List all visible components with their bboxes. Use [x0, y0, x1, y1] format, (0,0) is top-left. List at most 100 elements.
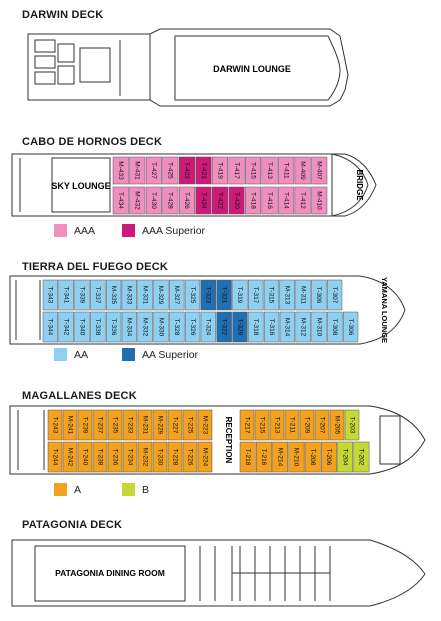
cabin-label: M-410: [315, 191, 322, 210]
cabin-t-430: [145, 186, 162, 215]
cabin-t-418: [245, 186, 262, 215]
cabin-t-211: [284, 409, 300, 441]
cabin-t-427: [145, 156, 162, 185]
cabin-label: T-309: [315, 287, 322, 304]
cabin-label: T-225: [186, 417, 193, 434]
cabin-t-213: [269, 409, 285, 441]
cabin-t-322: [216, 311, 232, 343]
cabin-label: T-207: [318, 417, 325, 434]
cabin-label: T-233: [126, 417, 133, 434]
cabin-label: T-306: [347, 319, 354, 336]
cabin-t-315: [263, 279, 280, 311]
cabin-t-217: [239, 409, 255, 441]
cabin-label: T-418: [249, 192, 256, 209]
cabin-label: T-208: [309, 449, 316, 466]
cabin-label: T-419: [216, 162, 223, 179]
cabin-m-232: [137, 441, 153, 473]
cabin-t-237: [92, 409, 108, 441]
cabin-label: T-321: [220, 287, 227, 304]
cabin-label: T-318: [252, 319, 259, 336]
legend-swatch: [54, 224, 67, 237]
darwin-deck-outline: [27, 28, 349, 107]
cabin-t-236: [107, 441, 123, 473]
cabin-label: T-230: [156, 449, 163, 466]
cabin-label: M-310: [315, 318, 322, 337]
cabin-m-313: [279, 279, 295, 311]
cabin-label: T-323: [205, 287, 212, 304]
cabin-label: T-240: [81, 449, 88, 466]
cabin-t-207: [314, 409, 330, 441]
legend-label: AAA: [74, 224, 96, 237]
cabin-t-337: [90, 279, 106, 311]
cabin-label: T-340: [78, 319, 85, 336]
magallanes-deck-outline: [9, 405, 426, 475]
cabin-label: M-205: [333, 416, 340, 435]
cabin-label: T-317: [252, 287, 259, 304]
cabin-m-214: [272, 441, 289, 473]
cabin-label: T-206: [325, 449, 332, 466]
cabin-m-410: [311, 186, 328, 215]
cabin-label: M-231: [141, 416, 148, 435]
patagonia-dining-label: PATAGONIA DINING ROOM: [55, 568, 165, 578]
cabin-label: T-338: [94, 319, 101, 336]
legend-swatch: [54, 483, 67, 496]
cabin-t-423: [178, 156, 195, 185]
cabin-t-426: [178, 186, 195, 215]
cabin-m-407: [311, 156, 328, 185]
legend-a: A: [54, 483, 81, 496]
cabin-t-227: [167, 409, 183, 441]
cabin-label: T-215: [258, 417, 265, 434]
cabin-label: T-202: [358, 449, 365, 466]
cabin-label: T-427: [150, 162, 157, 179]
cabin-label: T-420: [233, 192, 240, 209]
cabin-t-413: [261, 156, 278, 185]
cabin-t-216: [256, 441, 272, 473]
cabin-label: M-329: [157, 286, 164, 305]
deck-title-patagonia: PATAGONIA DECK: [22, 519, 123, 531]
cabin-label: T-423: [183, 162, 190, 179]
cabin-t-244: [47, 441, 63, 473]
cabin-label: T-434: [117, 192, 124, 209]
cabin-t-239: [77, 409, 93, 441]
cabin-t-226: [182, 441, 198, 473]
patagonia-deck-outline: [11, 539, 426, 607]
legend-aaa-superior: AAA Superior: [122, 224, 205, 237]
cabin-label: T-411: [282, 162, 289, 179]
cabin-m-332: [137, 311, 153, 343]
sky-lounge-label: SKY LOUNGE: [51, 181, 110, 191]
cabin-t-203: [344, 409, 360, 441]
cabin-label: T-428: [167, 192, 174, 209]
legend-label: AA Superior: [142, 348, 199, 361]
cabin-label: T-228: [171, 449, 178, 466]
cabin-m-333: [121, 279, 137, 311]
cabin-t-318: [248, 311, 264, 343]
cabin-t-434: [112, 186, 129, 215]
cabin-t-415: [245, 156, 262, 185]
cabin-t-341: [58, 279, 74, 311]
cabin-label: T-209: [303, 417, 310, 434]
cabin-t-206: [321, 441, 337, 473]
legend-label: AAA Superior: [142, 224, 206, 237]
cabin-label: T-414: [282, 192, 289, 209]
legend-aa-superior: AA Superior: [122, 348, 198, 361]
cabin-m-433: [112, 156, 129, 185]
cabin-label: T-236: [111, 449, 118, 466]
cabin-label: M-314: [284, 318, 291, 337]
cabin-label: M-311: [299, 286, 306, 304]
cabin-t-342: [58, 311, 74, 343]
cabin-label: T-308: [331, 319, 338, 336]
cabin-label: T-307: [331, 287, 338, 304]
cabin-label: T-336: [110, 319, 117, 336]
cabin-label: T-322: [220, 319, 227, 336]
cabin-m-409: [294, 156, 311, 185]
cabin-t-323: [200, 279, 216, 311]
cabin-label: M-409: [299, 161, 306, 180]
cabin-label: M-332: [141, 318, 148, 337]
cabin-label: M-330: [157, 318, 164, 337]
cabin-t-228: [167, 441, 183, 473]
cabin-label: T-415: [249, 162, 256, 179]
cabin-t-419: [211, 156, 228, 185]
cabin-m-224: [197, 441, 213, 473]
cabin-t-238: [92, 441, 108, 473]
